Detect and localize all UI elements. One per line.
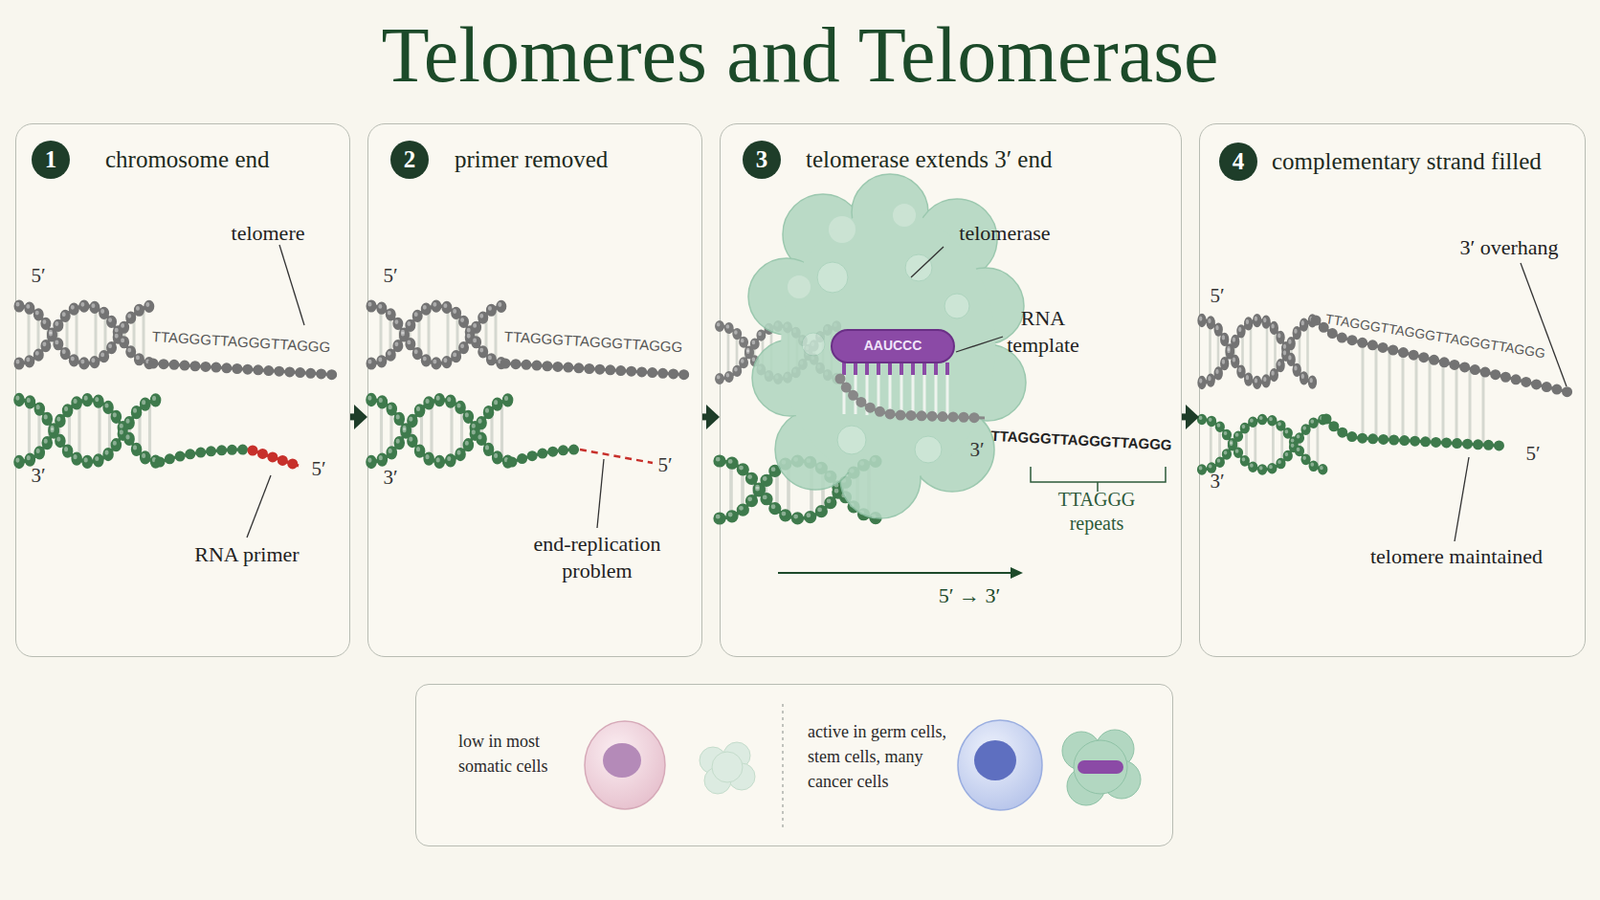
- cell-icons: [974, 740, 1017, 781]
- expression-note: low in most somatic cells: [458, 729, 564, 779]
- flow-arrow: [1181, 404, 1200, 430]
- telomere-strand: [840, 378, 985, 419]
- step-heading: telomerase extends 3′ end: [805, 146, 1052, 174]
- telomerase-enzyme: [892, 203, 916, 227]
- cell-icons: [1073, 740, 1128, 795]
- strand-end: 3′: [969, 437, 984, 463]
- expression-box: low in most somatic cells active in germ …: [415, 684, 1174, 847]
- cell-icons: [1062, 730, 1141, 806]
- direction-arrow: [777, 572, 1015, 575]
- part-label: telomere: [231, 220, 306, 247]
- cell-icons: [699, 742, 756, 795]
- telomerase-enzyme: [787, 203, 916, 299]
- cell-icons: [711, 752, 743, 783]
- strand-end: 5′: [657, 452, 672, 478]
- telomerase-enzyme: [801, 254, 970, 464]
- flow-arrow: [350, 404, 368, 430]
- base-pairs: [844, 362, 948, 418]
- diagram-title: Telomeres and Telomerase: [0, 10, 1600, 101]
- arrow-head: [706, 404, 720, 430]
- arrow-head: [354, 404, 368, 430]
- step-number: 1: [44, 146, 58, 174]
- telomerase-enzyme: [944, 293, 970, 319]
- base-pairs: [844, 362, 948, 418]
- strand-end: 3′: [30, 463, 45, 489]
- base-pairs: [844, 362, 948, 376]
- step-number-circle: 3: [742, 140, 781, 179]
- cell-icons: [957, 720, 1043, 811]
- step-panel: chromosome end 1: [15, 123, 351, 658]
- step-number: 3: [755, 146, 769, 174]
- strand-end: 5′: [1525, 441, 1540, 467]
- step-number: 2: [403, 146, 417, 174]
- arrow-head: [1185, 404, 1200, 430]
- part-label: telomere maintained: [1370, 543, 1543, 571]
- telomerase-enzyme: [787, 275, 811, 299]
- part-label: RNA template: [995, 305, 1091, 358]
- part-label: end-replication problem: [515, 531, 679, 584]
- step-heading: chromosome end: [105, 146, 269, 174]
- telomerase-enzyme: [905, 254, 933, 282]
- strand-end: 5′: [382, 263, 398, 289]
- telomerase-enzyme: [780, 210, 996, 483]
- part-label: TTAGGG repeats: [1048, 488, 1145, 536]
- part-label: telomerase: [958, 220, 1050, 247]
- telomerase-enzyme: [828, 216, 856, 244]
- flow-arrow: [702, 404, 720, 430]
- step-panel: complementary strand filled 4: [1199, 123, 1586, 658]
- cell-icons: [602, 743, 642, 778]
- step-heading: complementary strand filled: [1271, 148, 1542, 176]
- rna-sequence: AAUCCC: [864, 337, 923, 356]
- strand-end: 5′: [311, 456, 326, 482]
- telomerase-enzyme: [914, 436, 942, 464]
- step-heading: primer removed: [454, 146, 608, 174]
- part-label: RNA primer: [194, 541, 299, 569]
- part-label: 3′ overhang: [1459, 234, 1558, 262]
- cell-icons: [1077, 760, 1124, 775]
- step-number-circle: 1: [31, 140, 70, 179]
- expression-note: active in germ cells, stem cells, many c…: [807, 719, 961, 795]
- step-number-circle: 2: [390, 140, 429, 179]
- strand-end: 5′: [1209, 283, 1224, 309]
- step-number: 4: [1232, 148, 1245, 176]
- telomere-strand: [840, 378, 985, 419]
- step-panel: primer removed 2: [367, 123, 703, 658]
- telomerase-enzyme: [801, 333, 825, 356]
- strand-end: 3′: [1209, 468, 1224, 494]
- strand-end: 5′: [30, 263, 45, 289]
- telomere-strand: [840, 378, 985, 419]
- leader-line: [911, 246, 944, 278]
- rna-template: [831, 330, 955, 363]
- telomerase-enzyme: [837, 425, 867, 455]
- strand-end: 3′: [382, 465, 398, 490]
- direction-label: 5′ → 3′: [938, 582, 1001, 610]
- cell-icons: [584, 721, 666, 810]
- telomerase-enzyme: [817, 262, 848, 293]
- step-number-circle: 4: [1219, 142, 1258, 181]
